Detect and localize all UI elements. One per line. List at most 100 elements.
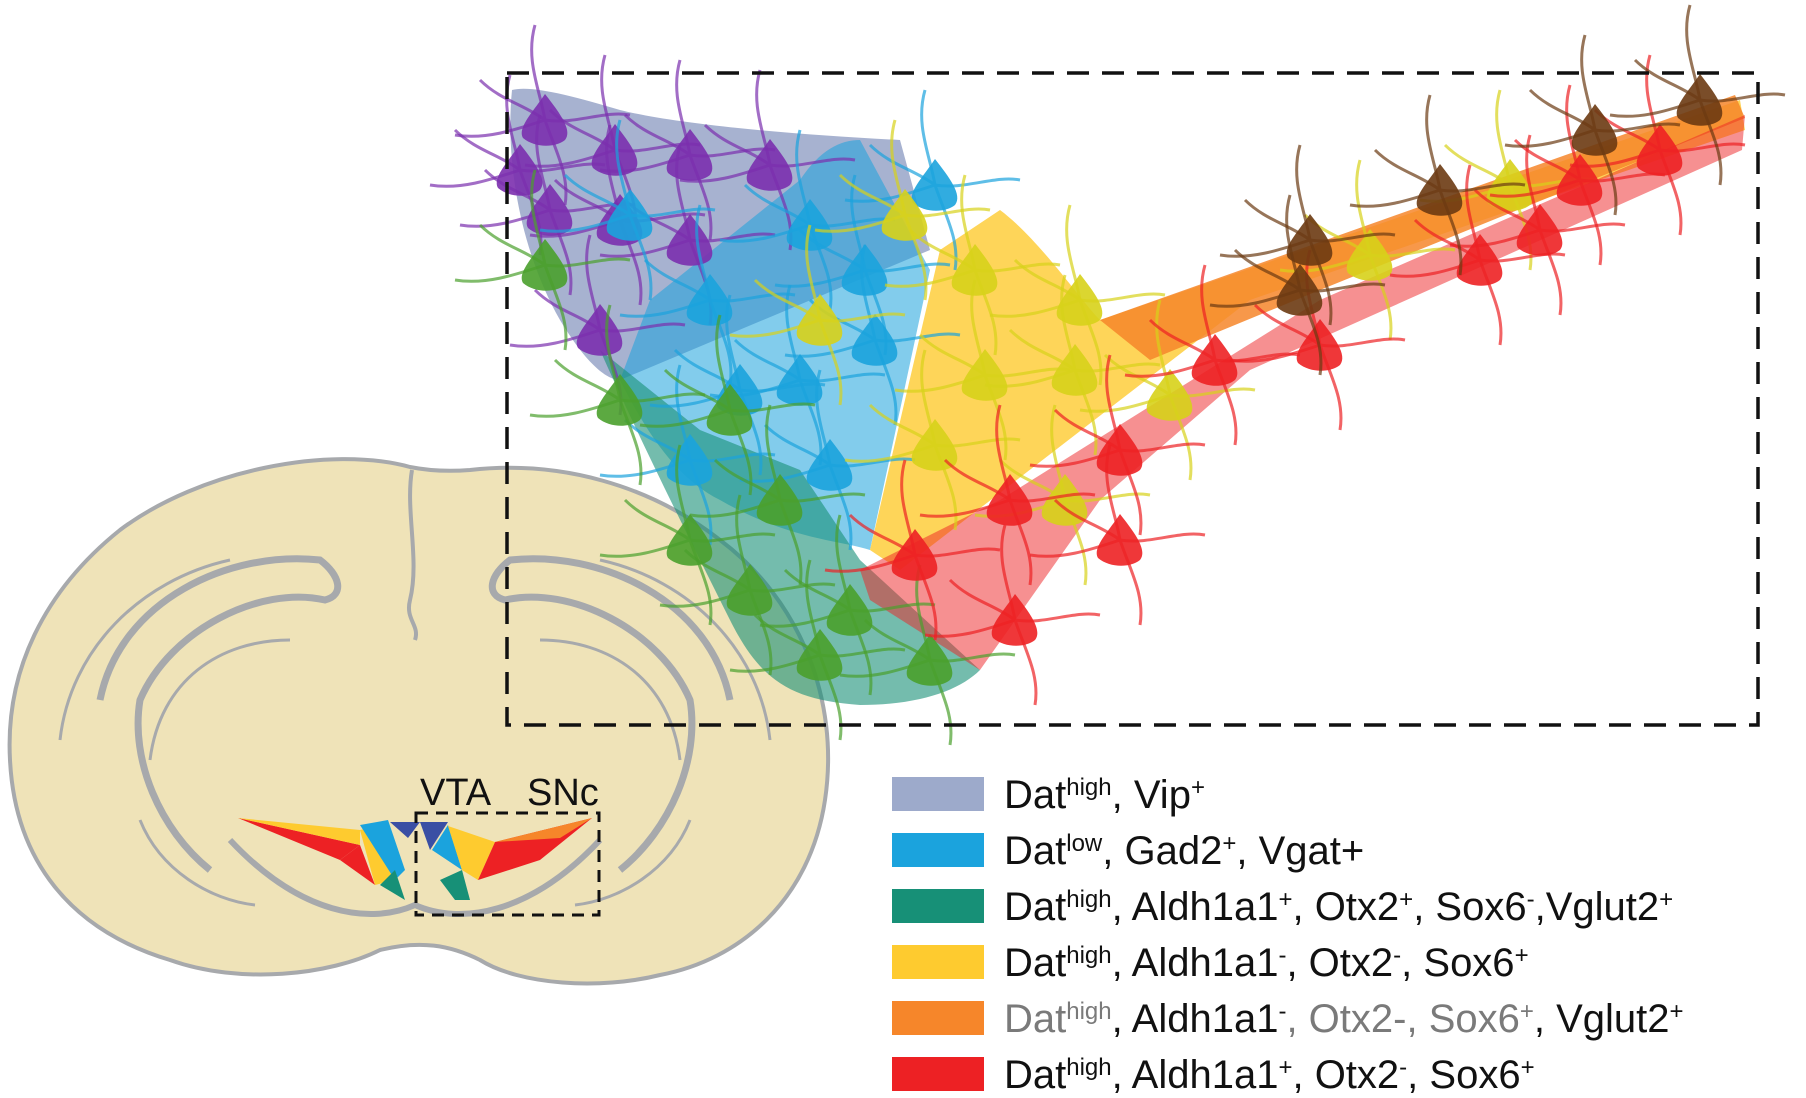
neuron bbox=[689, 404, 866, 586]
neuron-soma bbox=[796, 294, 843, 346]
neuron-dendrites bbox=[1489, 84, 1666, 266]
neuron-soma bbox=[776, 354, 823, 406]
legend-text-part: , Aldh1a1 bbox=[1112, 941, 1279, 985]
neuron bbox=[739, 369, 916, 551]
neuron bbox=[729, 224, 906, 406]
neuron bbox=[894, 279, 1071, 461]
legend-text-part: - bbox=[1527, 886, 1535, 913]
neuron-dendrites bbox=[839, 564, 1016, 746]
neuron-dendrites bbox=[454, 24, 631, 206]
neuron-soma bbox=[1676, 74, 1723, 126]
neuron bbox=[524, 54, 701, 236]
neuron bbox=[639, 314, 816, 496]
legend-text-part: , Sox6 bbox=[1407, 1053, 1520, 1097]
neuron bbox=[989, 204, 1166, 386]
neuron bbox=[1489, 84, 1666, 266]
neuron-dendrites bbox=[919, 404, 1096, 586]
neuron-soma bbox=[666, 514, 713, 566]
legend-text-part: , Vip bbox=[1112, 773, 1191, 817]
legend-text-part: high bbox=[1066, 942, 1111, 969]
legend-text-part: - bbox=[1278, 998, 1286, 1025]
neuron-soma bbox=[606, 189, 653, 241]
right-ventricle bbox=[488, 555, 734, 873]
neuron-dendrites bbox=[1569, 54, 1746, 236]
neuron-soma bbox=[881, 189, 928, 241]
legend-swatch bbox=[892, 833, 984, 867]
neuron-soma bbox=[576, 304, 623, 356]
neuron-soma bbox=[756, 474, 803, 526]
legend-swatch bbox=[892, 945, 984, 979]
legend-text-part: ,Vglut2 bbox=[1535, 885, 1660, 929]
midline-fissure bbox=[406, 469, 419, 641]
neuron-dendrites bbox=[429, 74, 606, 256]
legend-text-part: + bbox=[1659, 886, 1673, 913]
neuron-dendrites bbox=[1029, 354, 1206, 536]
neuron-dendrites bbox=[599, 444, 776, 626]
legend-text-part: + bbox=[1191, 774, 1205, 801]
legend-text-part: , Otx2 bbox=[1292, 885, 1399, 929]
neuron bbox=[1124, 264, 1301, 446]
legend-text-part: , Aldh1a1 bbox=[1112, 997, 1279, 1041]
neuron-soma bbox=[686, 274, 733, 326]
neuron-dendrites bbox=[924, 524, 1101, 706]
neuron-dendrites bbox=[524, 54, 701, 236]
neuron bbox=[619, 204, 796, 386]
neuron-soma bbox=[726, 564, 773, 616]
neuron-dendrites bbox=[639, 314, 816, 496]
neuron bbox=[919, 404, 1096, 586]
legend-text-part: , Vglut2 bbox=[1534, 997, 1670, 1041]
legend-text-part: low bbox=[1066, 830, 1103, 857]
neuron bbox=[1569, 54, 1746, 236]
legend-text-part: , Otx2 bbox=[1292, 1053, 1399, 1097]
neuron-dendrites bbox=[884, 174, 1061, 356]
neuron-soma bbox=[746, 139, 793, 191]
legend-text-part: high bbox=[1066, 886, 1111, 913]
left-ventricle bbox=[96, 555, 342, 873]
neuron-soma bbox=[706, 384, 753, 436]
legend-text-part: + bbox=[1278, 886, 1292, 913]
left-hippocampus bbox=[138, 638, 291, 907]
neuron-dendrites bbox=[1079, 299, 1256, 481]
legend-text-part: , Otx2-, Sox6 bbox=[1286, 997, 1519, 1041]
neuron bbox=[539, 119, 716, 301]
legend-text-part: , Vgat+ bbox=[1236, 829, 1364, 873]
neuron-soma bbox=[1556, 154, 1603, 206]
neuron-soma bbox=[991, 594, 1038, 646]
neuron bbox=[844, 349, 1021, 531]
neuron-dendrites bbox=[1124, 264, 1301, 446]
neuron-dendrites bbox=[824, 459, 1001, 641]
neuron-dendrites bbox=[729, 224, 906, 406]
neuron-dendrites bbox=[1219, 144, 1396, 326]
neuron bbox=[824, 459, 1001, 641]
neuron-dendrites bbox=[679, 69, 856, 251]
neuron-soma bbox=[1346, 229, 1393, 281]
neuron-dendrites bbox=[894, 279, 1071, 461]
neuron-soma bbox=[1276, 264, 1323, 316]
legend-swatch bbox=[892, 889, 984, 923]
neuron-dendrites bbox=[989, 204, 1166, 386]
neuron bbox=[1504, 34, 1681, 216]
ventral-contour bbox=[227, 837, 603, 917]
neuron bbox=[1449, 134, 1626, 316]
neuron-soma bbox=[891, 529, 938, 581]
right-midbrain-regions bbox=[420, 818, 592, 900]
neuron bbox=[679, 69, 856, 251]
legend-text-part: Dat bbox=[1004, 773, 1066, 817]
legend-text-part: - bbox=[1278, 942, 1286, 969]
neuron-dendrites bbox=[814, 119, 991, 301]
neuron-soma bbox=[1096, 514, 1143, 566]
neuron bbox=[1029, 444, 1206, 626]
neuron bbox=[924, 524, 1101, 706]
neuron-soma bbox=[806, 439, 853, 491]
legend-swatch bbox=[892, 777, 984, 811]
neuron-soma bbox=[1286, 214, 1333, 266]
neuron-soma bbox=[1416, 164, 1463, 216]
legend-text-part: Dat bbox=[1004, 941, 1066, 985]
neuron-dendrites bbox=[509, 234, 686, 416]
legend-label: Dathigh, Aldh1a1-, Otx2-, Sox6+, Vglut2+ bbox=[1004, 997, 1684, 1041]
neuron-dendrites bbox=[529, 124, 706, 306]
legend-label: Datlow, Gad2+, Vgat+ bbox=[1004, 829, 1364, 873]
legend-swatch bbox=[892, 1001, 984, 1035]
